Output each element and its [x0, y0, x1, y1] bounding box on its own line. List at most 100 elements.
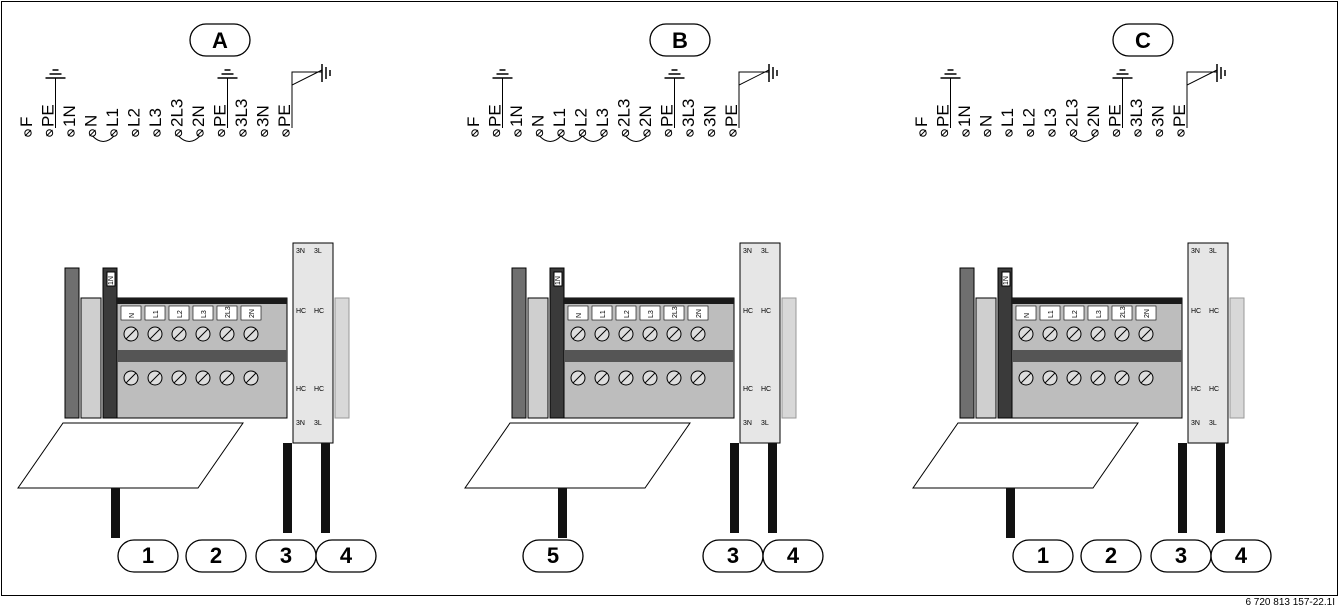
terminal-label: 3L3	[679, 99, 698, 127]
terminal-label: PE	[39, 104, 58, 127]
relay-label: 3N	[296, 248, 305, 255]
terminal-slash	[239, 129, 247, 137]
terminal-slash	[984, 129, 991, 137]
terminal-slash	[132, 129, 139, 137]
panel-letter-badge	[189, 23, 251, 57]
relay-ghost	[1229, 297, 1245, 419]
terminal-slash	[153, 129, 161, 137]
terminal-label: L1	[550, 108, 569, 127]
relay-label: 3N	[743, 248, 752, 255]
callout-number: 4	[1235, 543, 1248, 568]
cable-end	[1006, 488, 1015, 538]
screw-slot	[125, 328, 137, 340]
screw-slot	[1044, 328, 1056, 340]
terminal-slash	[1177, 129, 1185, 137]
callout-number: 5	[547, 543, 559, 568]
flat-cable	[464, 422, 691, 489]
cables	[912, 422, 1225, 538]
relay-label: HC	[314, 308, 324, 315]
earth-wire	[291, 69, 323, 128]
callout-number: 2	[1105, 543, 1117, 568]
end-bracket	[64, 267, 80, 419]
earth-wire	[738, 69, 770, 128]
terminal-label-tag	[615, 305, 637, 321]
terminal-label: 2L3	[225, 306, 232, 318]
cable-end	[283, 443, 292, 533]
terminal-label: 2L3	[672, 306, 679, 318]
terminal-label: L1	[600, 310, 607, 318]
callout-badge	[185, 539, 247, 573]
screw-slot	[668, 328, 680, 340]
cable-end	[321, 443, 330, 533]
terminal-label-tag	[168, 305, 190, 321]
terminal-label: 1N	[955, 105, 974, 127]
terminal-label-tag	[1087, 305, 1109, 321]
neutral-label: 1N	[555, 276, 562, 285]
screw-slot	[668, 372, 680, 384]
screw-slot	[173, 328, 185, 340]
earth-wire	[1186, 69, 1218, 128]
terminal-label: L3	[1096, 310, 1103, 318]
screw-slot	[1092, 328, 1104, 340]
screw-slot	[1140, 328, 1152, 340]
cable-end	[558, 488, 567, 538]
neutral-terminal	[997, 267, 1013, 419]
relay-label: HC	[1191, 386, 1201, 393]
terminal-label: L2	[1072, 310, 1079, 318]
terminal-label: L2	[624, 310, 631, 318]
terminal-slash	[941, 129, 948, 137]
terminal-label: 2L3	[1120, 306, 1127, 318]
panel-letter: A	[212, 28, 228, 53]
terminal-label: PE	[722, 104, 741, 127]
relay-stack	[739, 242, 781, 444]
top-rail	[564, 298, 734, 304]
screw-slot	[149, 372, 161, 384]
terminal-label: PE	[211, 104, 230, 127]
terminal-label-tag	[687, 305, 709, 321]
screw-slot	[221, 328, 233, 340]
terminal-label-tag	[144, 305, 166, 321]
screw-slot	[692, 372, 704, 384]
relay-label: HC	[296, 386, 306, 393]
terminal-label: 2L3	[1063, 99, 1082, 127]
terminal-label: L1	[153, 310, 160, 318]
terminal-label: L3	[146, 108, 165, 127]
screw-slot	[1140, 372, 1152, 384]
relay-label: HC	[296, 308, 306, 315]
terminal-label: 2N	[249, 309, 256, 318]
callout-number: 3	[727, 543, 739, 568]
screw-slot	[644, 372, 656, 384]
relay-label: HC	[1209, 386, 1219, 393]
relay-label: 3L	[314, 248, 322, 255]
terminal-slash	[1070, 129, 1077, 137]
terminal-slash	[1005, 129, 1013, 137]
terminal-label-tag	[240, 305, 262, 321]
cable-end	[111, 488, 120, 538]
terminal-label: F	[17, 117, 36, 127]
relay-label: HC	[743, 308, 753, 315]
terminal-label: 2L3	[615, 99, 634, 127]
relay-ghost	[334, 297, 350, 419]
top-rail	[1012, 298, 1182, 304]
terminal-label-tag	[1135, 305, 1157, 321]
pe-terminal	[80, 297, 102, 419]
callout-number: 4	[340, 543, 353, 568]
terminal-label: N	[977, 115, 996, 127]
panel-letter-badge	[1112, 23, 1174, 57]
screw-slot	[1068, 372, 1080, 384]
screw-slot	[596, 328, 608, 340]
earth-wire	[1186, 71, 1217, 128]
screw-slot	[173, 372, 185, 384]
screw-slot	[1116, 372, 1128, 384]
end-bracket	[959, 267, 975, 419]
terminal-slash	[282, 129, 290, 137]
terminal-label-tag	[1111, 305, 1133, 321]
terminal-label: L2	[1020, 108, 1039, 127]
earth-wire	[291, 71, 322, 128]
screw-slot	[1092, 372, 1104, 384]
terminal-label: N	[1024, 313, 1031, 318]
terminal-label: N	[129, 313, 136, 318]
terminal-slash	[1027, 129, 1034, 137]
